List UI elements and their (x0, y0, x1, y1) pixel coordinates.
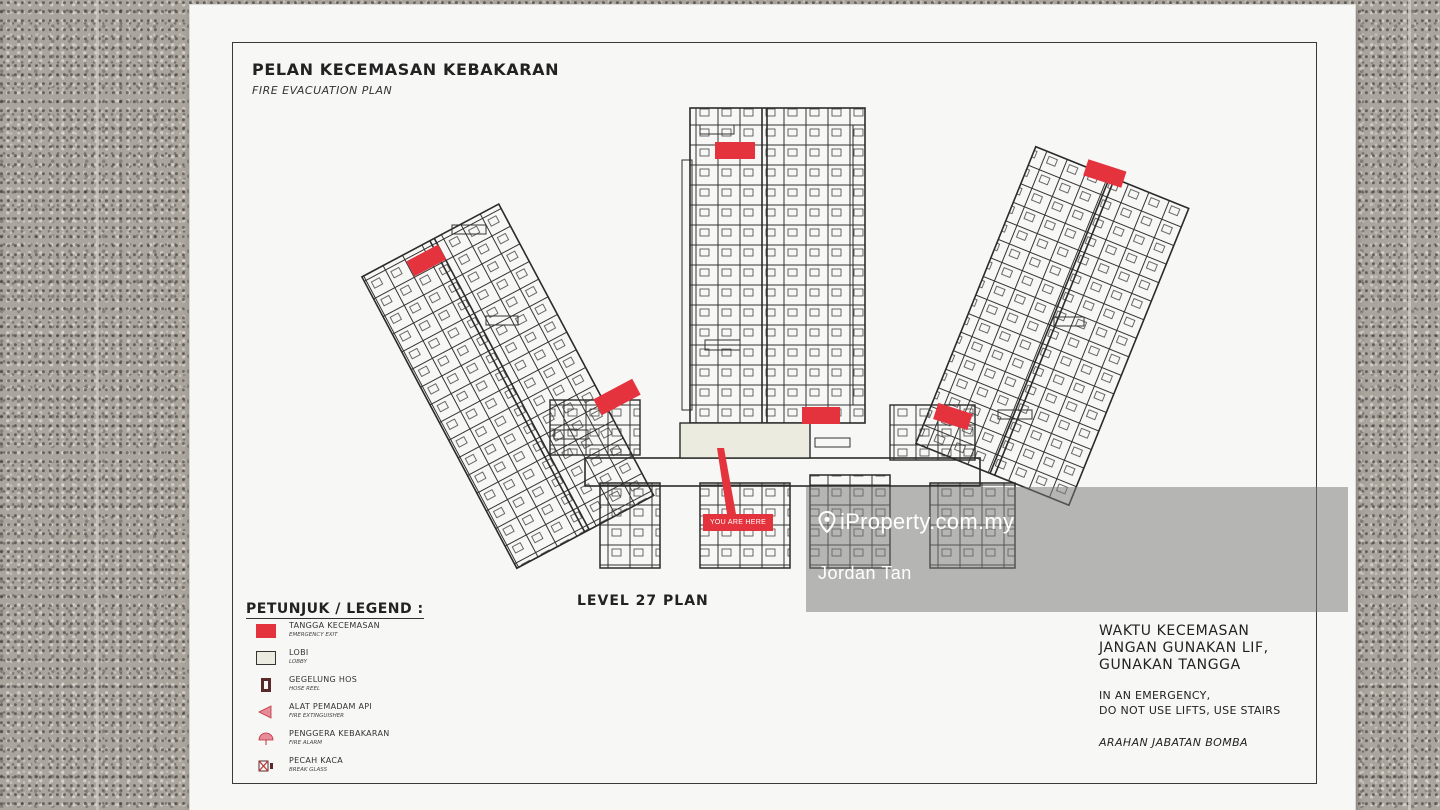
legend-item-break-glass: PECAH KACA BREAK GLASS (246, 756, 446, 781)
emergency-exit-marker (715, 142, 755, 159)
legend-label: LOBI (289, 648, 309, 657)
watermark-brand: iProperty.com.my (818, 509, 1014, 535)
legend-item-hose-reel: GEGELUNG HOS HOSE REEL (246, 675, 446, 700)
watermark-user: Jordan Tan (818, 563, 912, 583)
legend-sublabel: EMERGENCY EXIT (289, 632, 338, 638)
legend-sublabel: FIRE ALARM (289, 740, 322, 746)
notice-english-line: IN AN EMERGENCY, (1099, 689, 1211, 702)
legend: PETUNJUK / LEGEND : TANGGA KECEMASAN EME… (246, 600, 446, 781)
notice-malay-line: JANGAN GUNAKAN LIF, (1099, 640, 1269, 656)
location-pin-icon (818, 511, 836, 533)
plan-title: PELAN KECEMASAN KEBAKARAN (252, 60, 560, 79)
legend-item-fire-alarm: PENGGERA KEBAKARAN FIRE ALARM (246, 729, 446, 754)
notice-malay-line: WAKTU KECEMASAN (1099, 623, 1250, 639)
break-glass-icon (258, 760, 273, 772)
level-plan-label: LEVEL 27 PLAN (577, 593, 709, 609)
lobby-icon (256, 651, 276, 665)
legend-label: ALAT PEMADAM API (289, 702, 373, 711)
right-wing (914, 145, 1190, 507)
fire-alarm-icon (258, 732, 274, 745)
you-are-here-marker: YOU ARE HERE (703, 514, 773, 531)
legend-item-fire-extinguisher: ALAT PEMADAM API FIRE EXTINGUISHER (246, 702, 446, 727)
watermark-overlay: iProperty.com.my Jordan Tan (806, 487, 1348, 612)
wall-joint (96, 0, 99, 810)
legend-item-lobby: LOBI LOBBY (246, 648, 446, 673)
fire-extinguisher-icon (258, 705, 272, 719)
legend-label: GEGELUNG HOS (289, 675, 358, 684)
legend-label: PECAH KACA (289, 756, 343, 765)
legend-sublabel: BREAK GLASS (289, 767, 328, 773)
watermark-brand-text: iProperty.com.my (840, 509, 1015, 534)
evacuation-plan-board: PELAN KECEMASAN KEBAKARAN FIRE EVACUATIO… (190, 5, 1355, 810)
notice-authority: ARAHAN JABATAN BOMBA (1099, 736, 1248, 749)
notice-english-line: DO NOT USE LIFTS, USE STAIRS (1099, 704, 1281, 717)
legend-item-emergency-exit: TANGGA KECEMASAN EMERGENCY EXIT (246, 621, 446, 646)
emergency-exit-marker (802, 407, 840, 424)
legend-sublabel: HOSE REEL (289, 686, 321, 692)
legend-title: PETUNJUK / LEGEND : (246, 601, 424, 619)
legend-sublabel: FIRE EXTINGUISHER (289, 713, 345, 719)
plan-subtitle: FIRE EVACUATION PLAN (252, 84, 393, 97)
equipment-tags (451, 124, 1085, 448)
emergency-notice: WAKTU KECEMASAN JANGAN GUNAKAN LIF, GUNA… (1099, 623, 1281, 749)
legend-label: TANGGA KECEMASAN (289, 621, 380, 630)
emergency-exit-marker (933, 402, 973, 431)
wall-joint (1408, 0, 1411, 810)
emergency-exits (406, 142, 1127, 431)
legend-sublabel: LOBBY (289, 659, 308, 665)
emergency-exit-marker (406, 244, 447, 277)
notice-malay-line: GUNAKAN TANGGA (1099, 657, 1241, 673)
notice-english: IN AN EMERGENCY, DO NOT USE LIFTS, USE S… (1099, 688, 1281, 718)
emergency-exit-marker (593, 378, 641, 416)
legend-label: PENGGERA KEBAKARAN (289, 729, 390, 738)
left-wing (360, 203, 655, 570)
plan-border (232, 42, 1317, 784)
emergency-exit-icon (256, 624, 276, 638)
emergency-exit-marker (1083, 159, 1127, 188)
hose-reel-icon (261, 678, 271, 692)
you-are-here-pointer (717, 448, 736, 514)
center-wing (681, 107, 866, 424)
